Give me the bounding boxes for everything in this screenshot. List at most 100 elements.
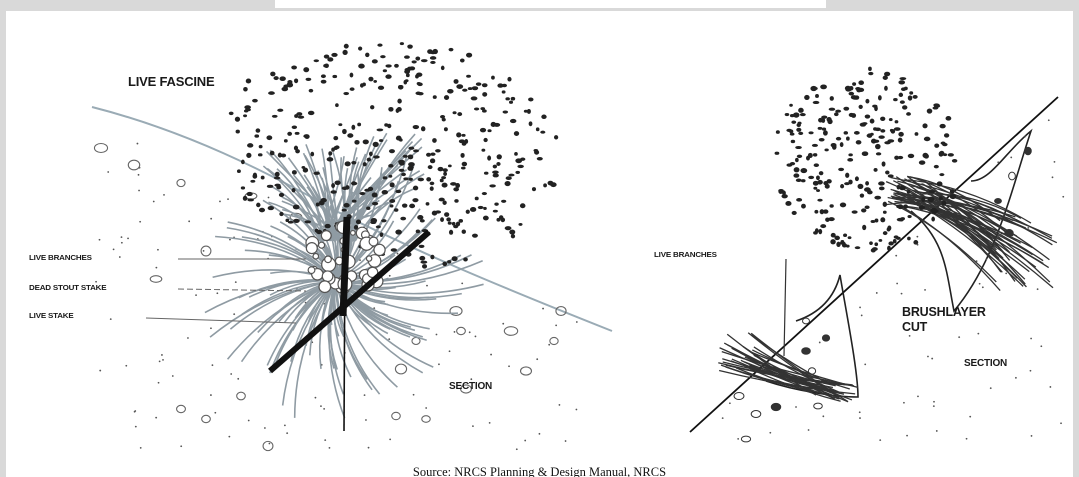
leaf (397, 107, 402, 112)
leaf (395, 190, 401, 193)
leaf (427, 49, 433, 54)
soil-dot (895, 255, 897, 257)
leaf (921, 197, 925, 202)
soil-dot (958, 336, 960, 338)
soil-dot (822, 415, 824, 417)
leaf (418, 178, 424, 182)
leaf (856, 140, 862, 144)
leaf (484, 172, 489, 175)
leaf (904, 87, 908, 91)
leaf (342, 129, 347, 134)
leaf (896, 237, 901, 240)
leaf (815, 94, 819, 98)
leaf (506, 176, 512, 180)
soil-dot (472, 425, 474, 427)
leaf (934, 165, 939, 169)
leaf (533, 149, 538, 152)
leaf (843, 107, 849, 111)
leaf (852, 210, 858, 213)
soil-dot (388, 338, 390, 340)
leaf (390, 204, 394, 207)
leaf (890, 129, 894, 132)
leaf (371, 218, 378, 223)
soil-dot (113, 248, 115, 250)
soil-dot (324, 439, 326, 441)
soil-dot (490, 354, 492, 356)
leaf (283, 84, 288, 88)
pebble (457, 327, 466, 334)
soil-dot (135, 426, 137, 428)
soil-dot (127, 237, 129, 239)
leaf (899, 93, 903, 97)
soil-dot (1049, 386, 1051, 388)
leaf (792, 211, 797, 215)
leaf (820, 84, 827, 89)
leaf (865, 206, 870, 210)
pebble (814, 403, 823, 409)
leaf (447, 89, 453, 94)
soil-dot (219, 201, 221, 203)
leaf (452, 222, 456, 226)
soil-dot (859, 411, 861, 413)
leaf (898, 204, 904, 209)
soil-dot (1040, 345, 1042, 347)
leaf (934, 144, 939, 148)
leaf (268, 206, 274, 210)
leaf (294, 146, 298, 151)
leaf (419, 256, 425, 261)
leaf (844, 131, 848, 135)
leaf (898, 132, 903, 137)
leaf (408, 147, 414, 150)
leaf (252, 99, 258, 103)
leaf (358, 46, 362, 50)
leaf (492, 170, 499, 173)
leaf (291, 66, 297, 70)
leaf (496, 162, 500, 166)
soil-dot (859, 307, 861, 309)
leaf (817, 199, 822, 202)
leaf (537, 157, 543, 161)
leaf (871, 139, 876, 144)
soil-dot (722, 417, 724, 419)
leaf (357, 123, 361, 127)
soil-dot (1052, 176, 1054, 178)
leaf (450, 182, 457, 186)
soil-dot (982, 286, 984, 288)
leaf (922, 123, 927, 128)
pebble (150, 276, 162, 283)
leaf (861, 208, 866, 212)
leaf (483, 216, 489, 221)
leaf (456, 84, 463, 89)
leaf (790, 133, 795, 136)
soil-dot (864, 364, 866, 366)
soil-dot (924, 289, 926, 291)
leaf (295, 132, 300, 135)
leaf (874, 242, 878, 246)
leaf (327, 157, 334, 161)
leaf (254, 134, 259, 137)
leaf (893, 239, 897, 243)
leaf (440, 217, 444, 222)
bundle-stem (322, 271, 333, 282)
soil-dot (576, 321, 578, 323)
soil-dot (808, 429, 810, 431)
pebble (751, 411, 761, 418)
soil-dot (138, 190, 140, 192)
leaf (862, 225, 866, 230)
leaf (442, 183, 448, 188)
leaf (470, 207, 476, 212)
soil-dot (413, 394, 415, 396)
soil-dot (1054, 161, 1056, 163)
soil-dot (917, 395, 919, 397)
leaf (430, 255, 434, 260)
soil-dot (286, 432, 288, 434)
pebble (128, 160, 139, 170)
pebble (1009, 172, 1016, 180)
leaf (942, 201, 947, 206)
pebble (395, 364, 406, 374)
leaf (845, 86, 851, 91)
leaf (922, 153, 928, 158)
leaf (413, 186, 418, 191)
leaf (266, 135, 272, 140)
leaf (426, 177, 431, 181)
